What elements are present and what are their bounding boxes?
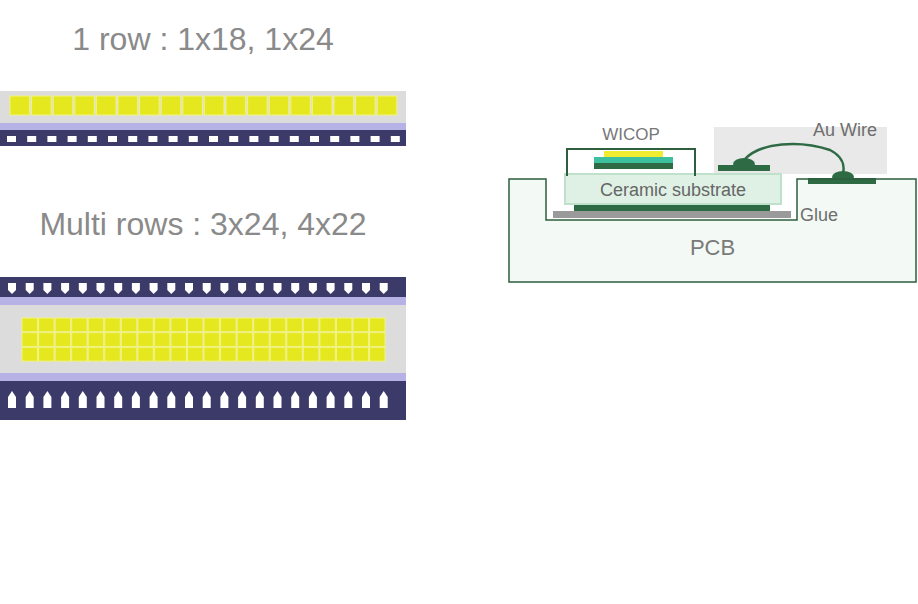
part-label: Glue (800, 203, 838, 227)
cross-section (508, 127, 917, 283)
wicop-package: WICOP (566, 148, 696, 176)
heading-label: 1 row : 1x18, 1x24 (72, 20, 333, 58)
ceramic-substrate: Ceramic substrate (564, 173, 782, 205)
led-strip-multi-row (0, 277, 406, 420)
pcb-board: PCBCeramic substrate (508, 178, 917, 283)
part-label: Au Wire (813, 118, 877, 142)
heading-label: Multi rows : 3x24, 4x22 (39, 205, 366, 243)
node-label: Ceramic substrate (566, 175, 780, 202)
led-strip-single-row (0, 91, 406, 146)
node-label: WICOP (568, 125, 694, 145)
